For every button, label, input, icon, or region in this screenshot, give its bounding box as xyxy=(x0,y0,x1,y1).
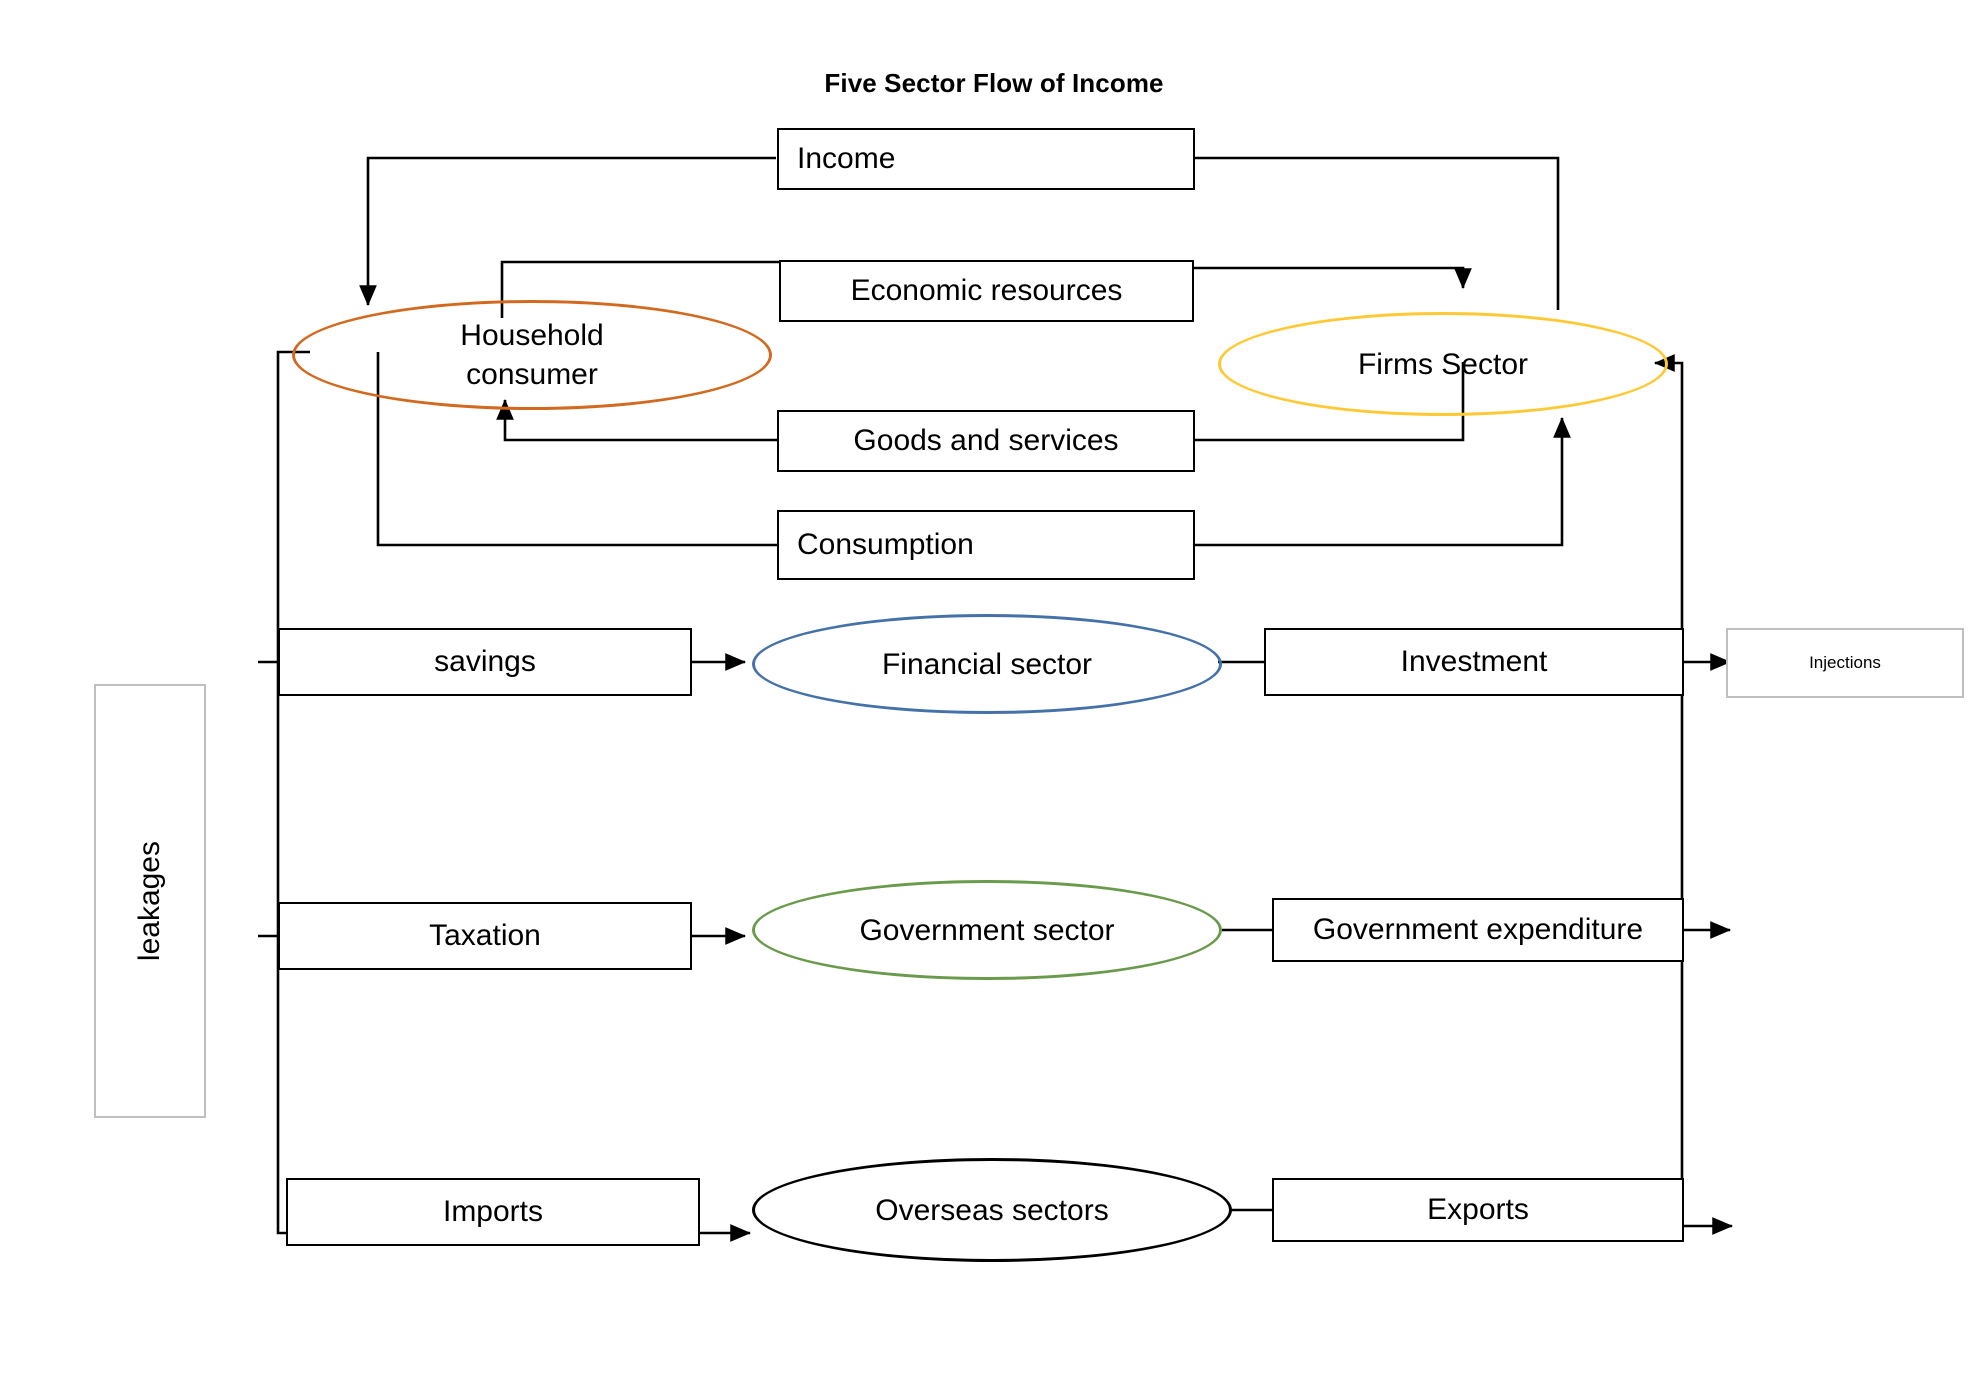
banner-leakages-label: leakages xyxy=(133,840,166,962)
wire-injection-trunk xyxy=(1653,354,1684,1226)
flow-box-savings[interactable]: savings xyxy=(278,628,692,696)
banner-leakages: leakages xyxy=(94,684,206,1118)
wire-economic-resources-to-firms xyxy=(1192,266,1472,290)
household-label-line-2: consumer xyxy=(466,358,598,391)
flow-box-government-expenditure[interactable]: Government expenditure xyxy=(1272,898,1684,962)
sector-ellipse-financial[interactable]: Financial sector xyxy=(752,614,1222,714)
banner-injections-label: Injections xyxy=(1809,653,1881,672)
flow-box-imports[interactable]: Imports xyxy=(286,1178,700,1246)
flow-box-goods-and-services[interactable]: Goods and services xyxy=(777,410,1195,472)
flow-box-taxation[interactable]: Taxation xyxy=(278,902,692,970)
banner-injections: Injections xyxy=(1726,628,1964,698)
flow-box-investment[interactable]: Investment xyxy=(1264,628,1684,696)
sector-ellipse-overseas[interactable]: Overseas sectors xyxy=(752,1158,1232,1262)
wire-income-to-household xyxy=(359,156,776,307)
flow-box-income[interactable]: Income xyxy=(777,128,1195,190)
flow-box-exports[interactable]: Exports xyxy=(1272,1178,1684,1242)
flow-box-economic-resources[interactable]: Economic resources xyxy=(779,260,1194,322)
wire-firms-to-income xyxy=(1194,156,1560,310)
sector-ellipse-firms[interactable]: Firms Sector xyxy=(1218,312,1668,416)
page-title: Five Sector Flow of Income xyxy=(824,68,1164,98)
flow-box-consumption[interactable]: Consumption xyxy=(777,510,1195,580)
sector-ellipse-household[interactable]: Household consumer xyxy=(292,300,772,410)
household-label-line-1: Household xyxy=(460,319,604,352)
sector-ellipse-government[interactable]: Government sector xyxy=(752,880,1222,980)
sector-ellipse-household-text: Household consumer xyxy=(460,316,603,394)
wire-consumption-to-firms xyxy=(1192,416,1571,547)
wire-leakage-trunk xyxy=(276,350,310,1235)
